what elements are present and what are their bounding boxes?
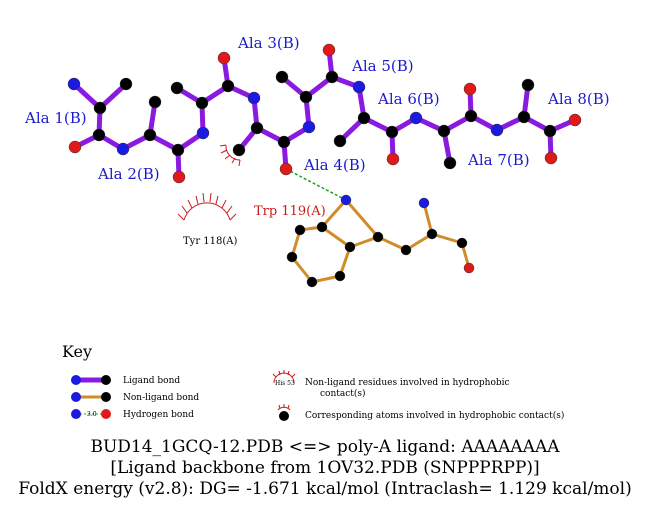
caption-line-3: FoldX energy (v2.8): DG= -1.671 kcal/mol… (18, 479, 631, 499)
residue-label-ala-4: Ala 4(B) (303, 156, 366, 174)
key-hydrophobic-atom-arc (277, 404, 291, 411)
residue-label-ala-2: Ala 2(B) (97, 165, 160, 183)
carbon-atom (275, 70, 289, 84)
carbon-atom (521, 78, 535, 92)
key-hydrophobic-residues-label: Non-ligand residues involved in hydropho… (305, 378, 510, 388)
carbon-atom (171, 143, 185, 157)
nitrogen-atom (409, 111, 423, 125)
oxygen-atom (279, 162, 293, 176)
caption-line-2: [Ligand backbone from 1OV32.PDB (SNPPPRP… (110, 458, 539, 478)
key-nonligand-bond-label: Non-ligand bond (123, 393, 199, 403)
residue-label-ala-5: Ala 5(B) (351, 57, 414, 75)
nitrogen-atom (67, 77, 81, 91)
oxygen-atom (568, 113, 582, 127)
nitrogen-atom (418, 197, 430, 209)
nitrogen-atom (340, 194, 352, 206)
carbon-atom (464, 109, 478, 123)
carbon-atom (357, 111, 371, 125)
residue-label-trp-119: Trp 119(A) (254, 204, 326, 219)
tyr-118-hydrophobic-arc (177, 192, 237, 221)
key-oxygen-atom (101, 409, 111, 419)
nonligand-bond (320, 198, 348, 229)
oxygen-atom (386, 152, 400, 166)
carbon-atom (334, 270, 346, 282)
residue-label-ala-8: Ala 8(B) (547, 90, 610, 108)
carbon-atom (316, 221, 328, 233)
carbon-atom (333, 134, 347, 148)
carbon-atom (93, 101, 107, 115)
nitrogen-atom (352, 80, 366, 94)
oxygen-atom (68, 140, 82, 154)
residue-label-ala-7: Ala 7(B) (467, 151, 530, 169)
carbon-atom (344, 241, 356, 253)
carbon-atom (517, 110, 531, 124)
nonligand-bond (422, 201, 434, 236)
carbon-atom (306, 276, 318, 288)
caption-line-1: BUD14_1GCQ-12.PDB <=> poly-A ligand: AAA… (90, 437, 560, 457)
carbon-atom (372, 231, 384, 243)
nitrogen-atom (116, 142, 130, 156)
nonligand-bond (320, 225, 352, 249)
key-hydrophobic-atoms-label: Corresponding atoms involved in hydropho… (305, 410, 564, 421)
carbon-atom (286, 251, 298, 263)
nonligand-bond (290, 255, 314, 284)
carbon-atom (143, 128, 157, 142)
residue-label-ala-1: Ala 1(B) (24, 109, 87, 127)
key-ligand-bond-label: Ligand bond (123, 376, 180, 386)
residue-label-ala-3: Ala 3(B) (237, 34, 300, 52)
ala-3-hydrophobic-atom-arc (219, 144, 241, 167)
carbon-atom (543, 124, 557, 138)
carbon-atom (148, 95, 162, 109)
oxygen-atom (463, 82, 477, 96)
key-hydrogen-bond-label: Hydrogen bond (123, 410, 194, 420)
key-title: Key (62, 342, 92, 361)
key-nitrogen-atom (71, 392, 81, 402)
key-nitrogen-atom (71, 409, 81, 419)
oxygen-atom (217, 51, 231, 65)
carbon-atom (250, 121, 264, 135)
key: Key Ligand bond Non-ligand bond 3.0 Hydr… (62, 342, 564, 421)
carbon-atom (400, 244, 412, 256)
carbon-atom (170, 81, 184, 95)
carbon-atom (456, 237, 468, 249)
carbon-atom (92, 128, 106, 142)
nitrogen-atom (490, 123, 504, 137)
key-his-marker: His 53 (275, 380, 295, 387)
carbon-atom (385, 125, 399, 139)
carbon-atom (294, 224, 306, 236)
hydrogen-bond (285, 168, 347, 201)
residue-label-tyr-118: Tyr 118(A) (183, 236, 237, 247)
key-hydrophobic-atom (279, 411, 289, 421)
nonligand-bond (344, 198, 380, 239)
oxygen-atom (463, 262, 475, 274)
residue-label-ala-6: Ala 6(B) (377, 90, 440, 108)
carbon-atom (119, 77, 133, 91)
carbon-atom (325, 70, 339, 84)
key-carbon-atom (101, 392, 111, 402)
nitrogen-atom (302, 120, 316, 134)
carbon-atom (426, 228, 438, 240)
oxygen-atom (322, 43, 336, 57)
carbon-atom (277, 135, 291, 149)
carbon-atom (221, 79, 235, 93)
oxygen-atom (172, 170, 186, 184)
key-hydrophobic-residues-label-2: contact(s) (320, 388, 366, 399)
nitrogen-atom (247, 91, 261, 105)
carbon-atom (437, 124, 451, 138)
nitrogen-atom (196, 126, 210, 140)
atoms (67, 43, 582, 288)
key-hydrophobic-residue-arc (272, 370, 296, 384)
carbon-atom (232, 143, 246, 157)
carbon-atom (195, 96, 209, 110)
key-nitrogen-atom (71, 375, 81, 385)
carbon-atom (299, 90, 313, 104)
key-hbond-distance: 3.0 (87, 411, 97, 418)
key-carbon-atom (101, 375, 111, 385)
oxygen-atom (544, 151, 558, 165)
carbon-atom (443, 156, 457, 170)
